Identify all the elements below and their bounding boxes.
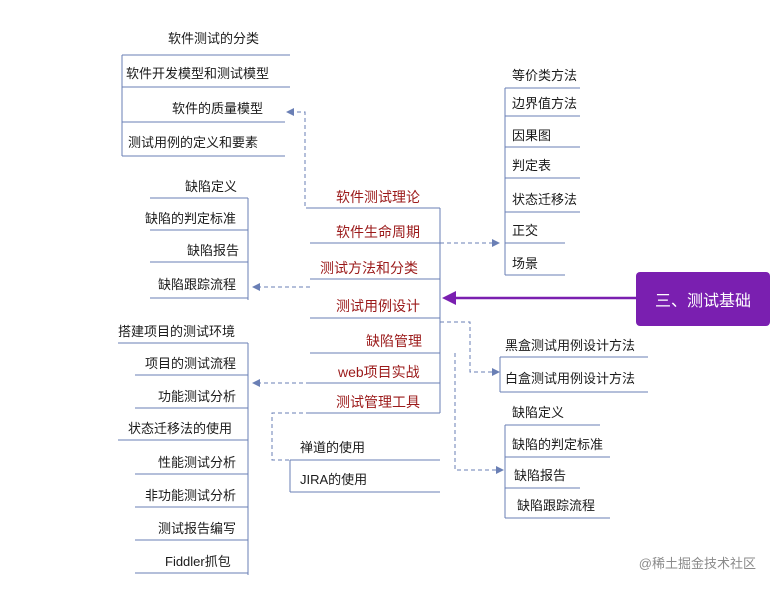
env-setup: 搭建项目的测试环境 [118,324,236,339]
project-flow: 项目的测试流程 [145,356,237,371]
trunk-defect: 缺陷管理 [366,333,422,349]
cause-effect: 因果图 [512,128,552,143]
whitebox: 白盒测试用例设计方法 [505,371,636,386]
defect-def-right: 缺陷定义 [512,405,565,420]
trunk-testcase: 测试用例设计 [336,298,420,314]
quality-model: 软件的质量模型 [172,101,264,116]
trunk-theory: 软件测试理论 [336,189,420,205]
jira: JIRA的使用 [300,472,368,487]
report-writing: 测试报告编写 [158,521,237,536]
scenario: 场景 [512,256,539,271]
center-node[interactable]: 三、测试基础 [636,272,770,326]
watermark: @稀土掘金技术社区 [638,556,756,571]
trunk-methods: 测试方法和分类 [320,260,418,276]
trunk-web: web项目实战 [338,364,420,380]
decision-table: 判定表 [512,158,552,173]
defect-report-left: 缺陷报告 [187,243,240,258]
perf-analysis: 性能测试分析 [158,455,237,470]
blackbox: 黑盒测试用例设计方法 [505,338,636,353]
defect-report-right: 缺陷报告 [514,468,567,483]
defect-criteria-right: 缺陷的判定标准 [512,437,604,452]
defect-def-left: 缺陷定义 [185,179,238,194]
orthogonal: 正交 [512,223,539,238]
classification-title: 软件测试的分类 [168,31,260,46]
nonfunc-analysis: 非功能测试分析 [145,488,237,503]
zentao: 禅道的使用 [300,440,366,455]
fiddler: Fiddler抓包 [165,554,231,569]
trunk-lifecycle: 软件生命周期 [336,224,420,240]
state-transition: 状态迁移法 [512,192,578,207]
boundary: 边界值方法 [512,96,578,111]
equivalence: 等价类方法 [512,68,578,83]
defect-criteria-left: 缺陷的判定标准 [145,211,237,226]
state-transition-use: 状态迁移法的使用 [128,421,233,436]
defect-tracking-right: 缺陷跟踪流程 [517,498,596,513]
defect-tracking-left: 缺陷跟踪流程 [158,277,237,292]
func-analysis: 功能测试分析 [158,389,237,404]
trunk-tools: 测试管理工具 [336,394,420,410]
dev-model: 软件开发模型和测试模型 [126,66,270,81]
testcase-def: 测试用例的定义和要素 [128,135,259,150]
